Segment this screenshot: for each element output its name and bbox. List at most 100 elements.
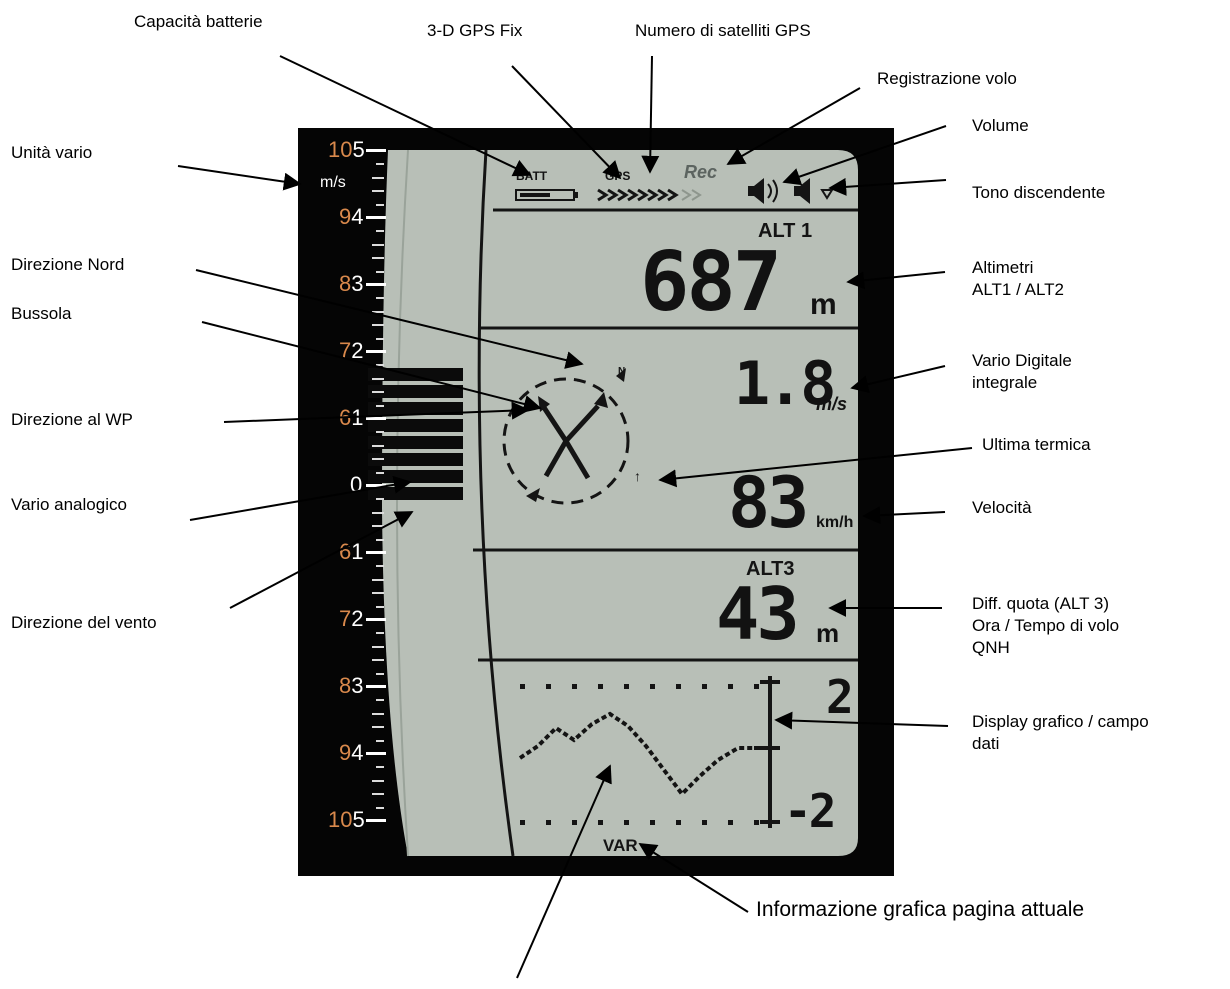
graph-dot-bottom: [676, 820, 681, 825]
scale-minor-tick: [372, 190, 384, 193]
alt1-label: ALT 1: [758, 220, 813, 242]
scale-major-tick: [366, 484, 386, 487]
graph-dot-top: [546, 684, 551, 689]
scale-minor-tick: [372, 176, 384, 179]
label-tono-discendente: Tono discendente: [972, 183, 1106, 202]
scale-tick-label: 72: [339, 338, 364, 363]
label-vario-analogico: Vario analogico: [11, 495, 127, 514]
scale-minor-tick: [372, 310, 384, 313]
graph-top-value: 2: [826, 670, 854, 724]
label-vario-digitale: Vario Digitale: [972, 351, 1072, 370]
battery-icon: [515, 189, 578, 201]
scale-tick-label: 72: [339, 606, 364, 631]
scale-minor-tick: [372, 712, 384, 715]
label-info-grafica: Informazione grafica pagina attuale: [756, 898, 1085, 921]
scale-major-tick: [366, 149, 386, 152]
scale-tick-label: 105: [328, 137, 365, 162]
graph-dot-bottom: [650, 820, 655, 825]
scale-minor-tick: [372, 377, 384, 380]
graph-dot-bottom: [728, 820, 733, 825]
scale-major-tick: [366, 216, 386, 219]
scale-tick-label: 94: [339, 204, 364, 229]
label-bussola: Bussola: [11, 304, 72, 323]
label-velocita: Velocità: [972, 498, 1032, 517]
scale-tick-label: 105: [328, 807, 365, 832]
scale-minor-tick: [376, 672, 384, 675]
graph-dot-bottom: [754, 820, 759, 825]
thermal-marker: ↑: [634, 468, 641, 484]
label-alt1-alt2: ALT1 / ALT2: [972, 280, 1064, 299]
satellite-chevrons: [597, 188, 679, 202]
scale-minor-tick: [376, 605, 384, 608]
scale-minor-tick: [372, 645, 384, 648]
graph-page-label: VAR: [603, 836, 638, 855]
scale-minor-tick: [372, 726, 384, 729]
scale-minor-tick: [376, 230, 384, 233]
label-qnh: QNH: [972, 638, 1010, 657]
vario-unit: m/s: [816, 394, 848, 414]
scale-minor-tick: [376, 565, 384, 568]
label-dati: dati: [972, 734, 1000, 753]
scale-tick-label: 94: [339, 740, 364, 765]
rec-label: Rec: [684, 162, 718, 182]
scale-minor-tick: [372, 793, 384, 796]
scale-minor-tick: [376, 806, 384, 809]
scale-major-tick: [366, 417, 386, 420]
vario-graph-line: [518, 711, 770, 798]
scale-unit: m/s: [320, 174, 346, 191]
label-altimetri: Altimetri: [972, 258, 1034, 277]
label-display-grafico: Display grafico / campo: [972, 712, 1149, 731]
scale-major-tick: [366, 283, 386, 286]
scale-minor-tick: [372, 525, 384, 528]
graph-field: [518, 676, 780, 828]
scale-major-tick: [366, 618, 386, 621]
vario-value: 1.8: [734, 349, 836, 419]
scale-major-tick: [366, 551, 386, 554]
graph-dot-bottom: [546, 820, 551, 825]
scale-minor-tick: [372, 659, 384, 662]
graph-dot-top: [702, 684, 707, 689]
scale-curve: [396, 149, 409, 857]
speed-value: 83: [728, 462, 809, 544]
graph-dot-bottom: [520, 820, 525, 825]
graph-dot-bottom: [598, 820, 603, 825]
label-diff-quota: Diff. quota (ALT 3): [972, 594, 1110, 613]
separator-curve: [477, 149, 515, 857]
graph-dot-top: [572, 684, 577, 689]
graph-dot-top: [520, 684, 525, 689]
scale-minor-tick: [372, 578, 384, 581]
scale-minor-tick: [372, 324, 384, 327]
graph-dot-top: [624, 684, 629, 689]
scale-minor-tick: [376, 270, 384, 273]
scale-minor-tick: [372, 779, 384, 782]
scale-minor-tick: [372, 592, 384, 595]
label-registrazione-volo: Registrazione volo: [877, 69, 1017, 88]
graph-dot-top: [650, 684, 655, 689]
label-numero-satelliti: Numero di satelliti GPS: [635, 21, 811, 40]
label-integrale: integrale: [972, 373, 1038, 392]
alt3-label: ALT3: [746, 558, 795, 580]
scale-minor-tick: [376, 498, 384, 501]
scale-minor-tick: [372, 243, 384, 246]
scale-minor-tick: [376, 364, 384, 367]
scale-minor-tick: [376, 699, 384, 702]
graph-bottom-value: -2: [784, 784, 836, 838]
graph-dot-bottom: [624, 820, 629, 825]
graph-dot-top: [676, 684, 681, 689]
scale-minor-tick: [376, 632, 384, 635]
scale-major-tick: [366, 685, 386, 688]
scale-minor-tick: [372, 458, 384, 461]
graph-dot-top: [754, 684, 759, 689]
label-direzione-vento: Direzione del vento: [11, 613, 157, 632]
graph-dot-top: [598, 684, 603, 689]
label-ultima-termica: Ultima termica: [982, 435, 1091, 454]
scale-tick-label: 83: [339, 271, 364, 296]
label-direzione-nord: Direzione Nord: [11, 255, 125, 274]
scale-major-tick: [366, 350, 386, 353]
scale-minor-tick: [376, 739, 384, 742]
scale-minor-tick: [376, 404, 384, 407]
scale-minor-tick: [376, 203, 384, 206]
graph-dot-bottom: [702, 820, 707, 825]
